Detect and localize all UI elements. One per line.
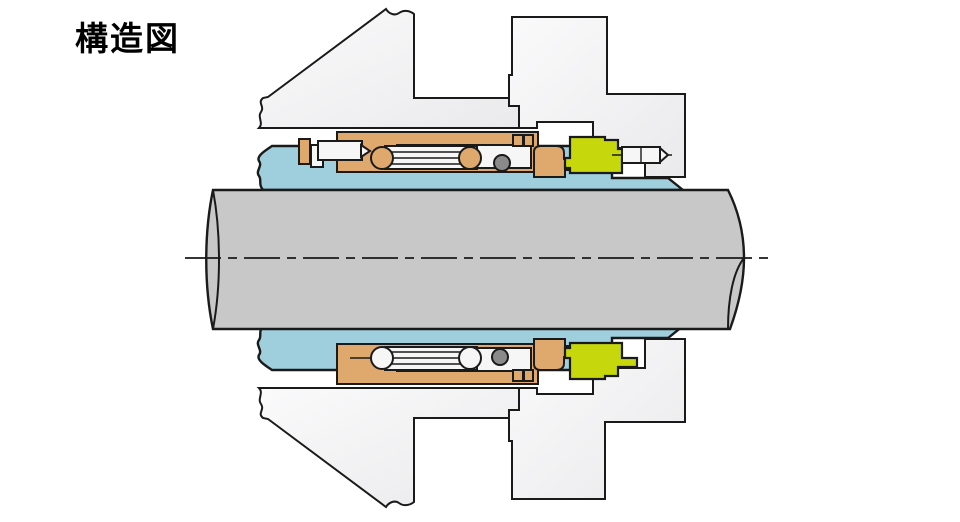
retainer-tab-a-upper — [512, 134, 524, 147]
o-ring-lower — [491, 348, 509, 366]
shaft-end-face-left — [212, 189, 220, 330]
set-screw-tip-upper — [360, 143, 372, 159]
page-title: 構造図 — [75, 20, 180, 57]
spring-seat-left-lower — [370, 346, 394, 370]
shaft — [205, 188, 746, 331]
retainer-tab-a-lower — [512, 369, 524, 382]
spring-seat-right-upper — [458, 146, 482, 170]
housing-gland-upper — [508, 16, 686, 178]
housing-lower-left — [256, 387, 520, 509]
set-screw-upper — [317, 140, 363, 161]
drive-lug-upper — [298, 138, 311, 165]
shaft-end-face-right — [727, 257, 745, 330]
retainer-tab-b-lower — [523, 369, 534, 382]
retainer-tab-b-upper — [523, 134, 534, 147]
seal-assembly-upper — [298, 131, 672, 178]
seal-assembly-lower — [336, 338, 639, 385]
o-ring-upper — [493, 154, 511, 172]
spring-seat-left-upper — [370, 146, 394, 170]
spring-seat-right-lower — [458, 346, 482, 370]
drive-unit-upper — [563, 135, 639, 175]
housing-gland-lower — [508, 338, 686, 500]
housing-upper-left — [256, 7, 520, 129]
drive-unit-lower — [563, 341, 639, 381]
gland-bolt-upper — [612, 145, 672, 165]
